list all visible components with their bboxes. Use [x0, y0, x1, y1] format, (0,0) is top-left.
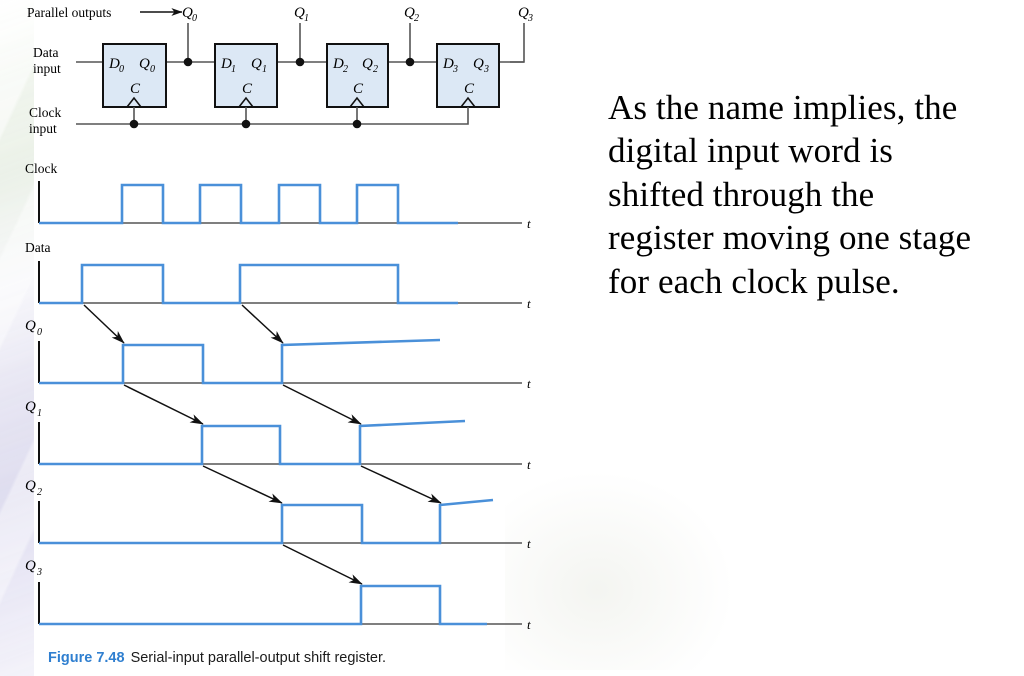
svg-text:D: D — [332, 56, 344, 72]
svg-text:C: C — [464, 81, 475, 97]
caption-figure-number: Figure 7.48 — [48, 650, 125, 666]
svg-text:Q: Q — [473, 56, 484, 72]
svg-text:D: D — [108, 56, 120, 72]
signal-trace-q2 — [39, 498, 494, 545]
waveform-label-q3: Q — [25, 558, 36, 574]
svg-text:C: C — [130, 81, 141, 97]
waveform-row-data: Data t — [25, 240, 531, 311]
signal-trace-q1 — [39, 419, 466, 466]
svg-text:C: C — [353, 81, 364, 97]
waveform-label-q2: Q — [25, 478, 36, 494]
clock-wedge-icon — [349, 96, 365, 108]
top-tap-label-q3: Q 3 — [518, 5, 533, 24]
svg-text:3: 3 — [452, 64, 458, 75]
waveform-label-data: Data — [25, 240, 50, 255]
clock-input-label-line2: input — [29, 121, 57, 136]
svg-text:Q: Q — [182, 5, 193, 21]
svg-text:2: 2 — [343, 64, 348, 75]
time-axis-label-q0: t — [527, 376, 531, 391]
svg-text:Q: Q — [139, 56, 150, 72]
time-axis-label-clock: t — [527, 216, 531, 231]
top-tap-label-q2: Q 2 — [404, 5, 419, 24]
waveform-label-sub-q3: 3 — [36, 567, 42, 578]
time-axis-label-q3: t — [527, 617, 531, 632]
waveform-label-clock: Clock — [25, 161, 57, 176]
clock-bus-wire — [76, 107, 469, 125]
propagation-arrow-4 — [282, 384, 362, 425]
waveform-label-sub-q0: 0 — [37, 327, 42, 338]
svg-text:D: D — [220, 56, 232, 72]
svg-text:0: 0 — [119, 64, 124, 75]
junction-dot-q1 — [295, 57, 305, 67]
svg-text:2: 2 — [373, 64, 378, 75]
time-axis-label-data: t — [527, 296, 531, 311]
svg-text:3: 3 — [483, 64, 489, 75]
svg-text:Q: Q — [251, 56, 262, 72]
svg-text:0: 0 — [192, 13, 197, 24]
svg-text:Q: Q — [294, 5, 305, 21]
flipflop-1: D 1 Q 1 C — [214, 43, 278, 108]
shift-register-figure-svg: Parallel outputs Q 0 Q 1 Q 2 Q 3 — [25, 5, 533, 632]
figure-7-48: Parallel outputs Q 0 Q 1 Q 2 Q 3 — [25, 5, 533, 632]
svg-text:Q: Q — [518, 5, 529, 21]
junction-dot-q2 — [405, 57, 415, 67]
clock-wedge-icon — [460, 96, 476, 108]
body-paragraph: As the name implies, the digital input w… — [608, 88, 972, 301]
clock-wedge-icon — [238, 96, 254, 108]
time-axis-label-q1: t — [527, 457, 531, 472]
svg-text:1: 1 — [304, 13, 309, 24]
tap-stub-q3 — [510, 23, 525, 63]
clock-junction-dot-0 — [129, 119, 139, 129]
propagation-arrow-5 — [202, 465, 283, 504]
clock-junction-dot-2 — [352, 119, 362, 129]
junction-dot-q0 — [183, 57, 193, 67]
parallel-outputs-label: Parallel outputs — [27, 5, 111, 20]
svg-text:D: D — [442, 56, 454, 72]
propagation-arrow-2 — [241, 304, 284, 344]
top-tap-label-q1: Q 1 — [294, 5, 309, 24]
svg-text:1: 1 — [262, 64, 267, 75]
svg-text:0: 0 — [150, 64, 155, 75]
block-diagram: Parallel outputs Q 0 Q 1 Q 2 Q 3 — [27, 5, 533, 136]
data-input-label-line1: Data — [33, 45, 58, 60]
svg-text:2: 2 — [414, 13, 419, 24]
propagation-arrow-1 — [83, 304, 125, 344]
svg-text:Q: Q — [404, 5, 415, 21]
clock-input-label-line1: Clock — [29, 105, 61, 120]
waveform-label-sub-q1: 1 — [37, 408, 42, 419]
propagation-arrow-6 — [360, 465, 442, 504]
waveform-row-clock: Clock t — [25, 161, 531, 231]
caption-text: Serial-input parallel-output shift regis… — [130, 650, 387, 666]
signal-trace-q3 — [39, 584, 487, 626]
data-input-label-line2: input — [33, 61, 61, 76]
svg-text:C: C — [242, 81, 253, 97]
waveform-label-q0: Q — [25, 318, 36, 334]
flipflop-0: D 0 Q 0 C — [102, 43, 167, 108]
figure-caption: Figure 7.48 Serial-input parallel-output … — [48, 650, 648, 666]
top-tap-label-q0: Q 0 — [182, 5, 197, 24]
clock-junction-dot-1 — [241, 119, 251, 129]
svg-text:1: 1 — [231, 64, 236, 75]
time-axis-label-q2: t — [527, 536, 531, 551]
waveform-label-sub-q2: 2 — [37, 487, 42, 498]
svg-text:Q: Q — [362, 56, 373, 72]
waveform-label-q1: Q — [25, 399, 36, 415]
svg-text:3: 3 — [527, 13, 533, 24]
signal-trace-q0 — [39, 338, 441, 385]
flipflop-3: D 3 Q 3 C — [436, 43, 500, 108]
propagation-arrow-3 — [123, 384, 204, 425]
flipflop-2: D 2 Q 2 C — [326, 43, 389, 108]
propagation-arrow-7 — [282, 544, 363, 585]
signal-trace-clock — [39, 183, 458, 225]
signal-trace-data — [39, 263, 458, 305]
clock-wedge-icon — [126, 96, 142, 108]
